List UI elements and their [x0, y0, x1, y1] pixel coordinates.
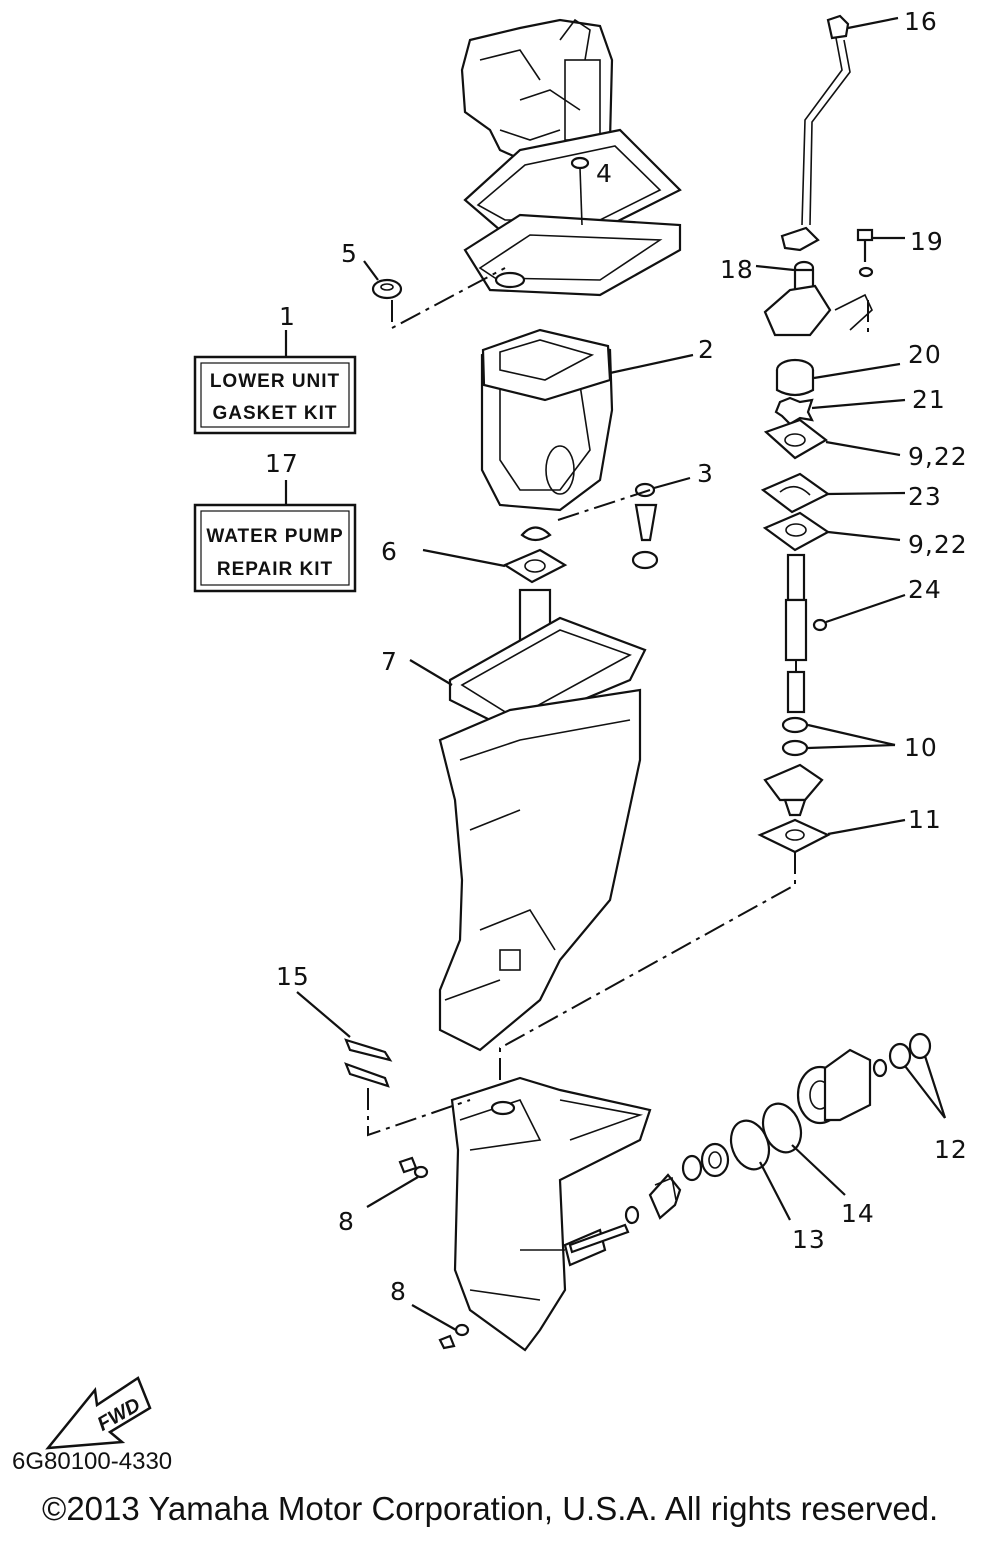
callout-1: 1 [279, 302, 296, 331]
impeller-21 [774, 396, 906, 426]
callout-8b: 8 [390, 1277, 407, 1306]
callout-2: 2 [698, 335, 715, 364]
water-pump-kit-line1: WATER PUMP [206, 526, 343, 547]
callout-23: 23 [908, 482, 942, 511]
diagram-part-code: 6G80100-4330 [12, 1448, 173, 1475]
callout-18: 18 [720, 255, 754, 284]
callout-21: 21 [912, 385, 946, 414]
callout-17: 17 [265, 449, 299, 478]
drive-shaft [784, 553, 808, 714]
powerhead-gasket-plate [463, 128, 682, 297]
callout-4: 4 [596, 159, 613, 188]
callout-9-22a: 9,22 [908, 442, 968, 471]
water-pump-kit-line2: REPAIR KIT [217, 559, 333, 580]
bearing-housing [796, 1048, 888, 1125]
gasket-kit-line1: LOWER UNIT [210, 371, 340, 392]
callout-24: 24 [908, 575, 942, 604]
anodes-15 [296, 991, 471, 1137]
callout-11: 11 [908, 805, 942, 834]
insert-20 [775, 358, 901, 397]
callout-8a: 8 [338, 1207, 355, 1236]
callout-10: 10 [904, 733, 938, 762]
key-24 [812, 593, 906, 632]
water-pump-kit-box: WATER PUMP REPAIR KIT [193, 503, 357, 593]
callout-6: 6 [381, 537, 398, 566]
gasket-9-22a [763, 418, 901, 460]
bearing-set [681, 1142, 730, 1182]
callout-3: 3 [697, 459, 714, 488]
propeller-shaft [568, 1173, 682, 1254]
grommet-18 [755, 260, 815, 292]
upper-case [409, 588, 647, 1052]
washer-5 [363, 260, 506, 330]
lower-case [450, 1076, 652, 1352]
oil-seals-12 [888, 1032, 947, 1119]
drain-plug-8a [366, 1156, 429, 1208]
gasket-9-22b [762, 511, 901, 552]
pump-base [763, 763, 824, 817]
callout-19: 19 [910, 227, 944, 256]
callout-7: 7 [381, 647, 398, 676]
callout-13: 13 [792, 1225, 826, 1254]
copyright-notice: ©2013 Yamaha Motor Corporation, U.S.A. A… [42, 1490, 939, 1527]
bolt-19 [856, 228, 905, 278]
callout-5: 5 [341, 239, 358, 268]
gasket-6 [422, 548, 568, 584]
callout-15: 15 [276, 962, 310, 991]
callout-9-22b: 9,22 [908, 530, 968, 559]
o-ring-14 [761, 1102, 846, 1196]
water-tube-16 [801, 14, 899, 226]
oil-seals-10 [781, 716, 896, 757]
fwd-arrow-icon: FWD [45, 1376, 152, 1450]
callout-labels: 1 2 3 4 5 6 7 8 8 9,22 9,22 10 11 12 13 … [265, 7, 968, 1306]
callout-20: 20 [908, 340, 942, 369]
outer-plate-23 [760, 472, 906, 514]
gasket-kit-line2: GASKET KIT [212, 403, 337, 424]
callout-12: 12 [934, 1135, 968, 1164]
callout-14: 14 [841, 1199, 875, 1228]
pump-housing [763, 226, 873, 337]
callout-16: 16 [904, 7, 938, 36]
exhaust-guide [480, 328, 694, 512]
gasket-11 [499, 818, 906, 1100]
drain-plug-8b [411, 1304, 470, 1350]
gasket-kit-box: LOWER UNIT GASKET KIT [193, 355, 357, 435]
seal-3 [520, 476, 691, 570]
o-ring-4 [570, 156, 590, 226]
